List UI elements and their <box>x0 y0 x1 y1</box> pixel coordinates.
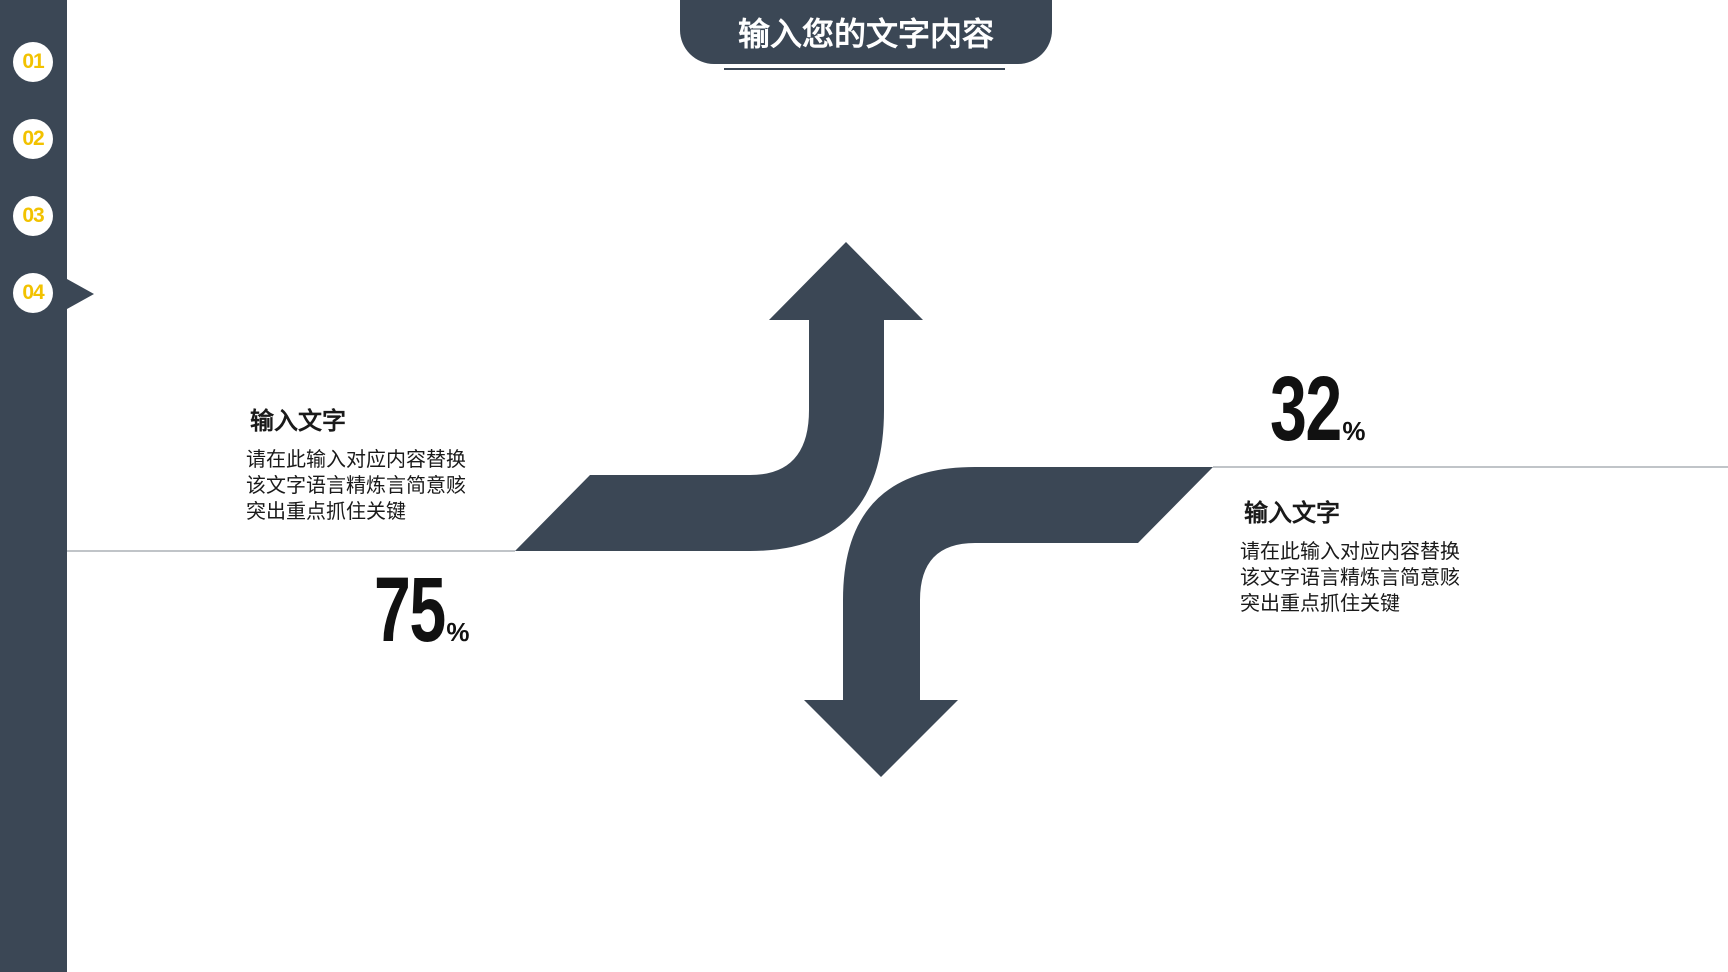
active-item-pointer-icon <box>67 279 94 309</box>
right-block-body: 请在此输入对应内容替换 该文字语言精炼言简意赅 突出重点抓住关键 <box>1240 538 1460 616</box>
left-block-line-1: 请在此输入对应内容替换 <box>246 447 466 471</box>
left-percent-sign: % <box>446 617 470 647</box>
right-percent-value: 32 <box>1270 358 1342 460</box>
right-block-title: 输入文字 <box>1244 499 1340 527</box>
up-arrow-icon <box>515 242 923 551</box>
page-title-text: 输入您的文字内容 <box>737 15 994 53</box>
left-block-line-3: 突出重点抓住关键 <box>246 499 406 523</box>
page-title: 输入您的文字内容 <box>680 0 1052 64</box>
nav-item-04[interactable]: 04 <box>13 273 53 313</box>
left-block-body: 请在此输入对应内容替换 该文字语言精炼言简意赅 突出重点抓住关键 <box>246 446 466 524</box>
right-block-line-3: 突出重点抓住关键 <box>1240 591 1400 615</box>
left-percent-value: 75 <box>374 559 446 661</box>
nav-item-01[interactable]: 01 <box>13 42 53 82</box>
left-percent: 75 % <box>374 559 470 661</box>
left-block-title: 输入文字 <box>250 407 346 435</box>
nav-item-02[interactable]: 02 <box>13 119 53 159</box>
nav-item-03[interactable]: 03 <box>13 196 53 236</box>
right-percent-sign: % <box>1342 416 1366 446</box>
right-percent: 32 % <box>1270 358 1366 460</box>
right-block-line-1: 请在此输入对应内容替换 <box>1240 539 1460 563</box>
sidebar-nav: 01 02 03 04 <box>0 0 67 972</box>
down-arrow-icon <box>804 467 1213 777</box>
title-underline <box>724 68 1005 70</box>
left-block-line-2: 该文字语言精炼言简意赅 <box>246 473 466 497</box>
right-block-line-2: 该文字语言精炼言简意赅 <box>1240 565 1460 589</box>
